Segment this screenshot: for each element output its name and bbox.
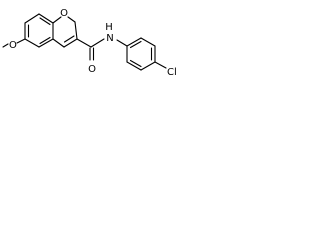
c3-c4-double-bond <box>63 38 78 48</box>
methyl-o-bond <box>2 43 9 48</box>
phenyl-bond-4 <box>140 61 156 71</box>
ring-oxygen-label: O <box>60 8 68 19</box>
phenyl-bond-1-inner <box>129 40 142 49</box>
ring-c-o-bond <box>52 16 62 24</box>
carbonyl-oxygen-label: O <box>88 64 96 75</box>
phenyl-bond-5-inner <box>129 59 142 68</box>
benzo-bond-2 <box>24 13 40 24</box>
phenyl-bond-5 <box>126 61 142 71</box>
amide-nitrogen-label: N <box>106 33 113 44</box>
chromene-carboxamide-structure: O O O H N Cl <box>2 8 177 78</box>
c4-c4a-bond <box>52 38 65 48</box>
c3-c4-double-bond-inner <box>63 35 75 43</box>
phenyl-bond-1 <box>126 37 142 47</box>
ch2-c3-bond <box>74 21 78 40</box>
c-cl-bond <box>154 61 167 69</box>
carbonyl-n-bond <box>90 38 105 48</box>
amide-h-label: H <box>105 22 113 33</box>
benzo-bond-6 <box>24 38 40 48</box>
c3-carbonyl-bond <box>76 38 92 48</box>
benzo-bond-5-inner <box>39 36 51 45</box>
benzo-bond-5 <box>38 38 54 48</box>
benzo-bond-3 <box>38 13 54 24</box>
methoxy-oxygen-label: O <box>9 40 17 51</box>
methoxy-o-aryl-bond <box>16 38 26 44</box>
n-aryl-bond <box>116 39 128 47</box>
chlorine-label: Cl <box>167 67 177 78</box>
phenyl-bond-2 <box>140 37 156 47</box>
ring-o-ch2-bond <box>67 16 76 23</box>
benzo-bond-3-inner <box>39 17 51 26</box>
